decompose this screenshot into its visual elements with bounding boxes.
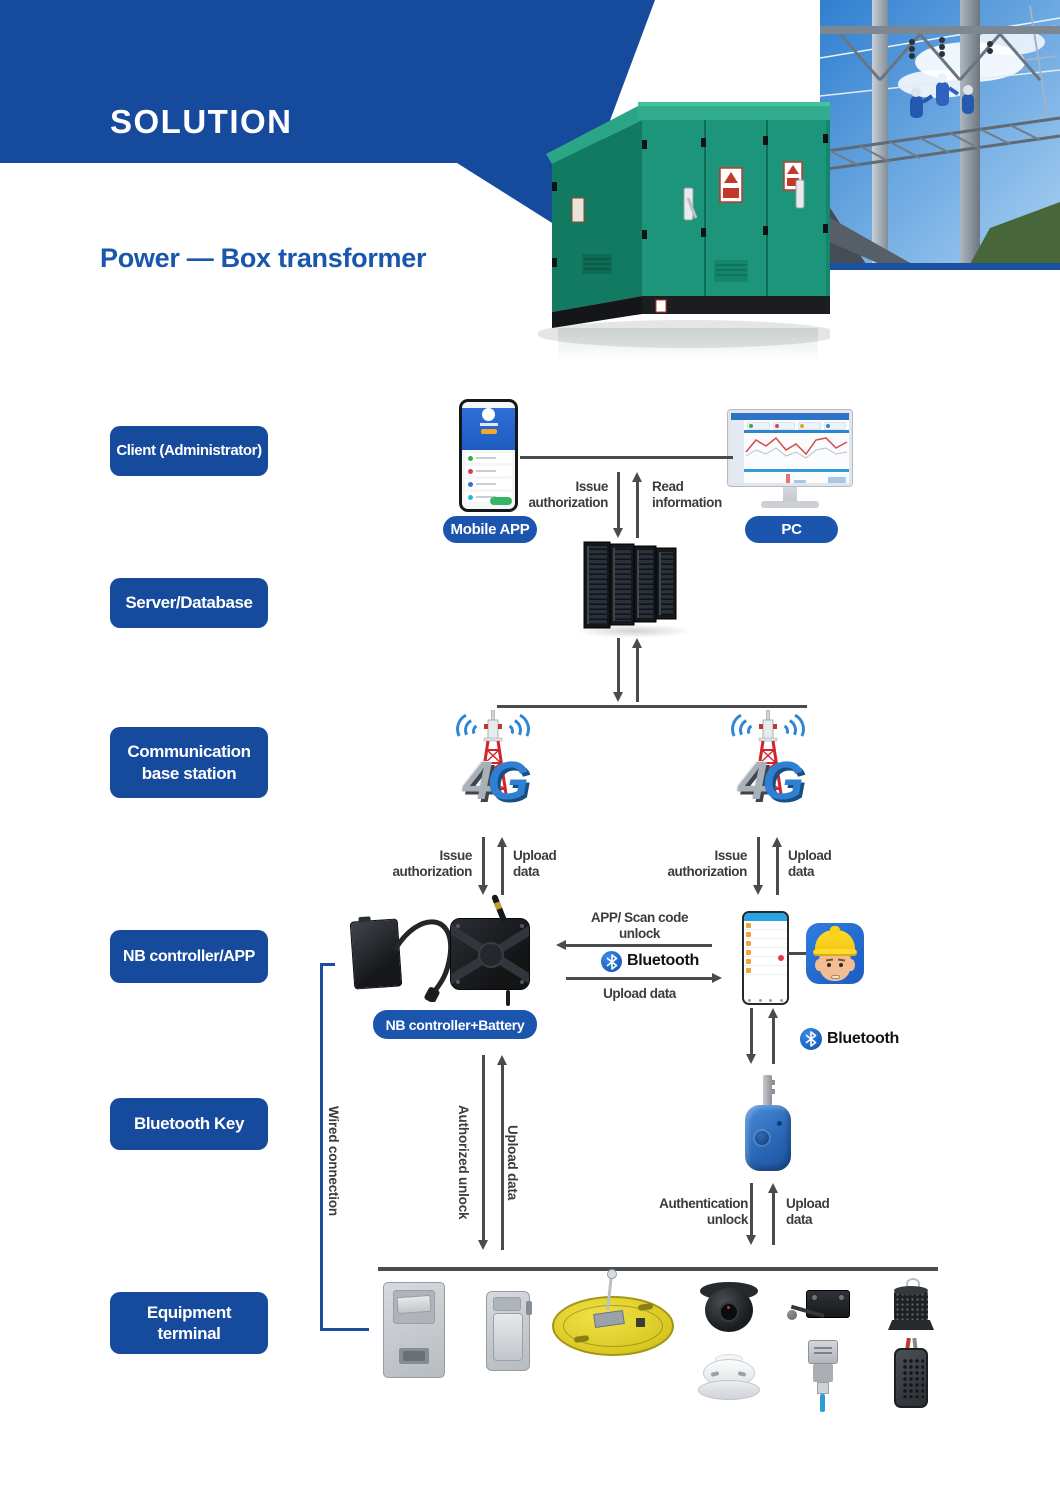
label-upload-data: Upload data xyxy=(788,848,832,879)
label-app-scan-unlock: APP/ Scan code unlock xyxy=(590,910,689,941)
dashboard-bars xyxy=(744,469,849,483)
dome-camera-icon xyxy=(700,1282,758,1334)
arrow-down-icon xyxy=(478,837,488,895)
label-upload-data-vertical: Upload data xyxy=(505,1125,520,1201)
mobile-app-header xyxy=(462,408,515,450)
smoke-detector-icon xyxy=(698,1354,760,1402)
warning-sign xyxy=(719,167,743,203)
photo-accent-stripe xyxy=(820,263,1060,270)
arrow-up-icon xyxy=(772,837,782,895)
bluetooth-icon xyxy=(800,1028,822,1050)
sidebar-pill-server: Server/Database xyxy=(110,578,268,628)
section-title: Power — Box transformer xyxy=(100,243,427,273)
label-authorized-unlock: Authorized unlock xyxy=(456,1104,471,1220)
worker-avatar-icon xyxy=(806,923,864,984)
arrow-down-icon xyxy=(613,472,623,538)
sidebar-pill-base-station: Communication base station xyxy=(110,727,268,798)
label-bluetooth: Bluetooth xyxy=(827,1030,899,1047)
label-upload-data: Upload data xyxy=(603,986,676,1001)
mobile-app-badge: Mobile APP xyxy=(443,516,537,543)
phone-worker-link xyxy=(788,952,808,955)
tower-mast xyxy=(753,709,783,795)
arrow-right-icon xyxy=(566,973,722,983)
key-blade xyxy=(763,1075,775,1108)
label-bluetooth: Bluetooth xyxy=(627,952,699,969)
label-wired-connection: Wired connection xyxy=(326,1105,341,1216)
avatar xyxy=(482,408,495,421)
bluetooth-key-fob xyxy=(745,1105,791,1171)
arrow-down-icon xyxy=(478,1055,488,1250)
arrow-down-icon xyxy=(753,837,763,895)
label-upload-data: Upload data xyxy=(513,848,557,879)
monitor-stand xyxy=(783,486,797,502)
monitor-base xyxy=(761,501,819,508)
box-transformer-art xyxy=(536,102,840,360)
sidebar-pill-nb-controller: NB controller/APP xyxy=(110,930,268,983)
arrow-up-icon xyxy=(768,1183,778,1245)
4g-label: 4G xyxy=(737,751,804,811)
vibration-sensor-icon xyxy=(888,1278,934,1330)
base-station-link-line xyxy=(497,705,807,708)
mobile-app-screen xyxy=(462,402,515,509)
notification-badge xyxy=(778,955,784,961)
arrow-up-icon xyxy=(497,837,507,895)
tower-mast xyxy=(478,709,508,795)
bluetooth-icon xyxy=(601,951,622,972)
arrow-up-icon xyxy=(632,638,642,702)
confirm-button-graphic xyxy=(490,497,512,505)
pc-monitor xyxy=(727,409,853,508)
arrow-up-icon xyxy=(768,1008,778,1064)
cabinet-handle-lock-icon xyxy=(486,1291,532,1371)
sidebar-pill-equipment: Equipment terminal xyxy=(110,1292,268,1354)
list-item xyxy=(465,453,512,463)
list-item xyxy=(465,492,512,502)
pc-screen xyxy=(727,409,853,487)
4g-label: 4G xyxy=(462,751,529,811)
phone-nav-dots xyxy=(744,999,787,1002)
powerline-workers-photo xyxy=(820,0,1060,264)
arrow-up-icon xyxy=(632,472,642,538)
label-issue-authorization: Issue authorization xyxy=(667,848,747,879)
sidebar-pill-bluetooth-key: Bluetooth Key xyxy=(110,1098,268,1150)
controller-logo xyxy=(478,942,504,968)
arrow-down-icon xyxy=(746,1183,756,1245)
list-item xyxy=(465,466,512,476)
page-title: SOLUTION xyxy=(110,103,293,140)
4g-tower-left: 4G xyxy=(438,707,548,840)
equipment-bus-line xyxy=(378,1267,938,1271)
server-rack xyxy=(583,540,681,637)
powerline-photo-art xyxy=(820,0,1060,264)
workers-figures xyxy=(910,73,974,118)
label-upload-data: Upload data xyxy=(786,1196,830,1227)
client-link-line xyxy=(520,456,733,459)
cabinet-panel-lock-icon xyxy=(383,1282,445,1378)
water-level-sensor-icon xyxy=(804,1340,842,1412)
box-transformer-photo xyxy=(536,22,840,362)
well-cover-icon xyxy=(550,1275,676,1364)
arrow-down-icon xyxy=(746,1008,756,1064)
label-read-information: Read information xyxy=(652,479,722,510)
sidebar-pill-client: Client (Administrator) xyxy=(110,426,268,476)
pc-badge: PC xyxy=(745,516,838,543)
dashboard-line-chart xyxy=(744,430,849,459)
label-authentication-unlock: Authentication unlock xyxy=(659,1196,748,1227)
limit-switch-icon xyxy=(787,1286,852,1332)
4g-tower-right: 4G xyxy=(713,707,823,840)
label-issue-authorization: Issue authorization xyxy=(392,848,472,879)
nb-controller-badge: NB controller+Battery xyxy=(373,1010,537,1039)
label-issue-authorization: Issue authorization xyxy=(528,479,608,510)
arrow-up-icon xyxy=(497,1055,507,1250)
list-item xyxy=(465,479,512,489)
worker-app-phone xyxy=(742,911,789,1005)
arrow-down-icon xyxy=(613,638,623,702)
key-button xyxy=(755,1131,769,1145)
nb-controller-device xyxy=(450,918,530,990)
wired-connection-bracket xyxy=(320,963,369,1331)
mobile-app-phone xyxy=(459,399,518,512)
controller-cable xyxy=(506,990,510,1006)
arrow-left-icon xyxy=(556,940,712,950)
temperature-humidity-sensor-icon xyxy=(892,1337,930,1410)
